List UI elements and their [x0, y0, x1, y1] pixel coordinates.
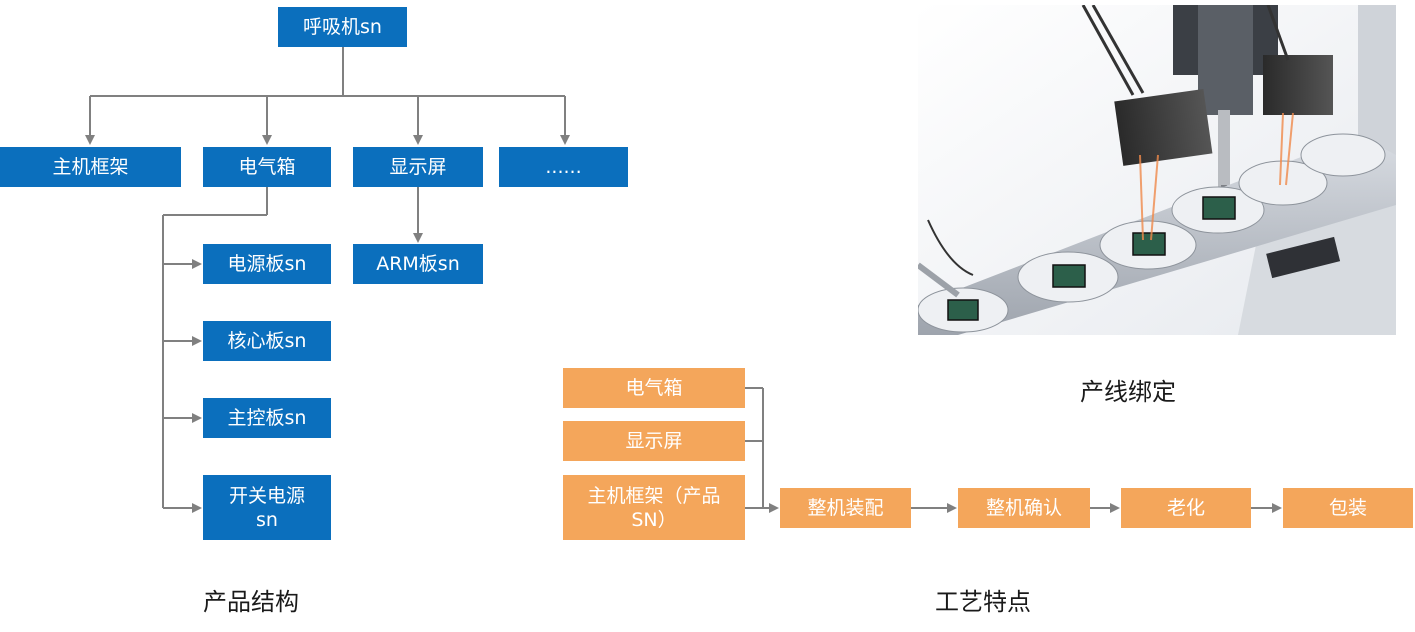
input-main-frame: 主机框架（产品SN） — [563, 475, 745, 540]
input-electrical-box: 电气箱 — [563, 368, 745, 408]
node-main-frame: 主机框架 — [0, 147, 181, 187]
caption-process: 工艺特点 — [935, 588, 1031, 616]
step-assembly: 整机装配 — [780, 488, 911, 528]
node-arm-board: ARM板sn — [353, 244, 483, 284]
node-core-board: 核心板sn — [203, 321, 331, 361]
step-packaging: 包装 — [1283, 488, 1413, 528]
caption-product-structure: 产品结构 — [203, 588, 299, 616]
input-display: 显示屏 — [563, 421, 745, 461]
caption-production-line: 产线绑定 — [1080, 378, 1176, 406]
node-display: 显示屏 — [353, 147, 483, 187]
node-power-board: 电源板sn — [203, 244, 331, 284]
root-node: 呼吸机sn — [278, 7, 407, 47]
node-electrical-box: 电气箱 — [203, 147, 331, 187]
node-switching-power: 开关电源sn — [203, 475, 331, 540]
production-line-photo — [918, 5, 1396, 335]
node-main-control-board: 主控板sn — [203, 398, 331, 438]
step-aging: 老化 — [1121, 488, 1251, 528]
node-more: ...... — [499, 147, 628, 187]
step-confirmation: 整机确认 — [958, 488, 1090, 528]
